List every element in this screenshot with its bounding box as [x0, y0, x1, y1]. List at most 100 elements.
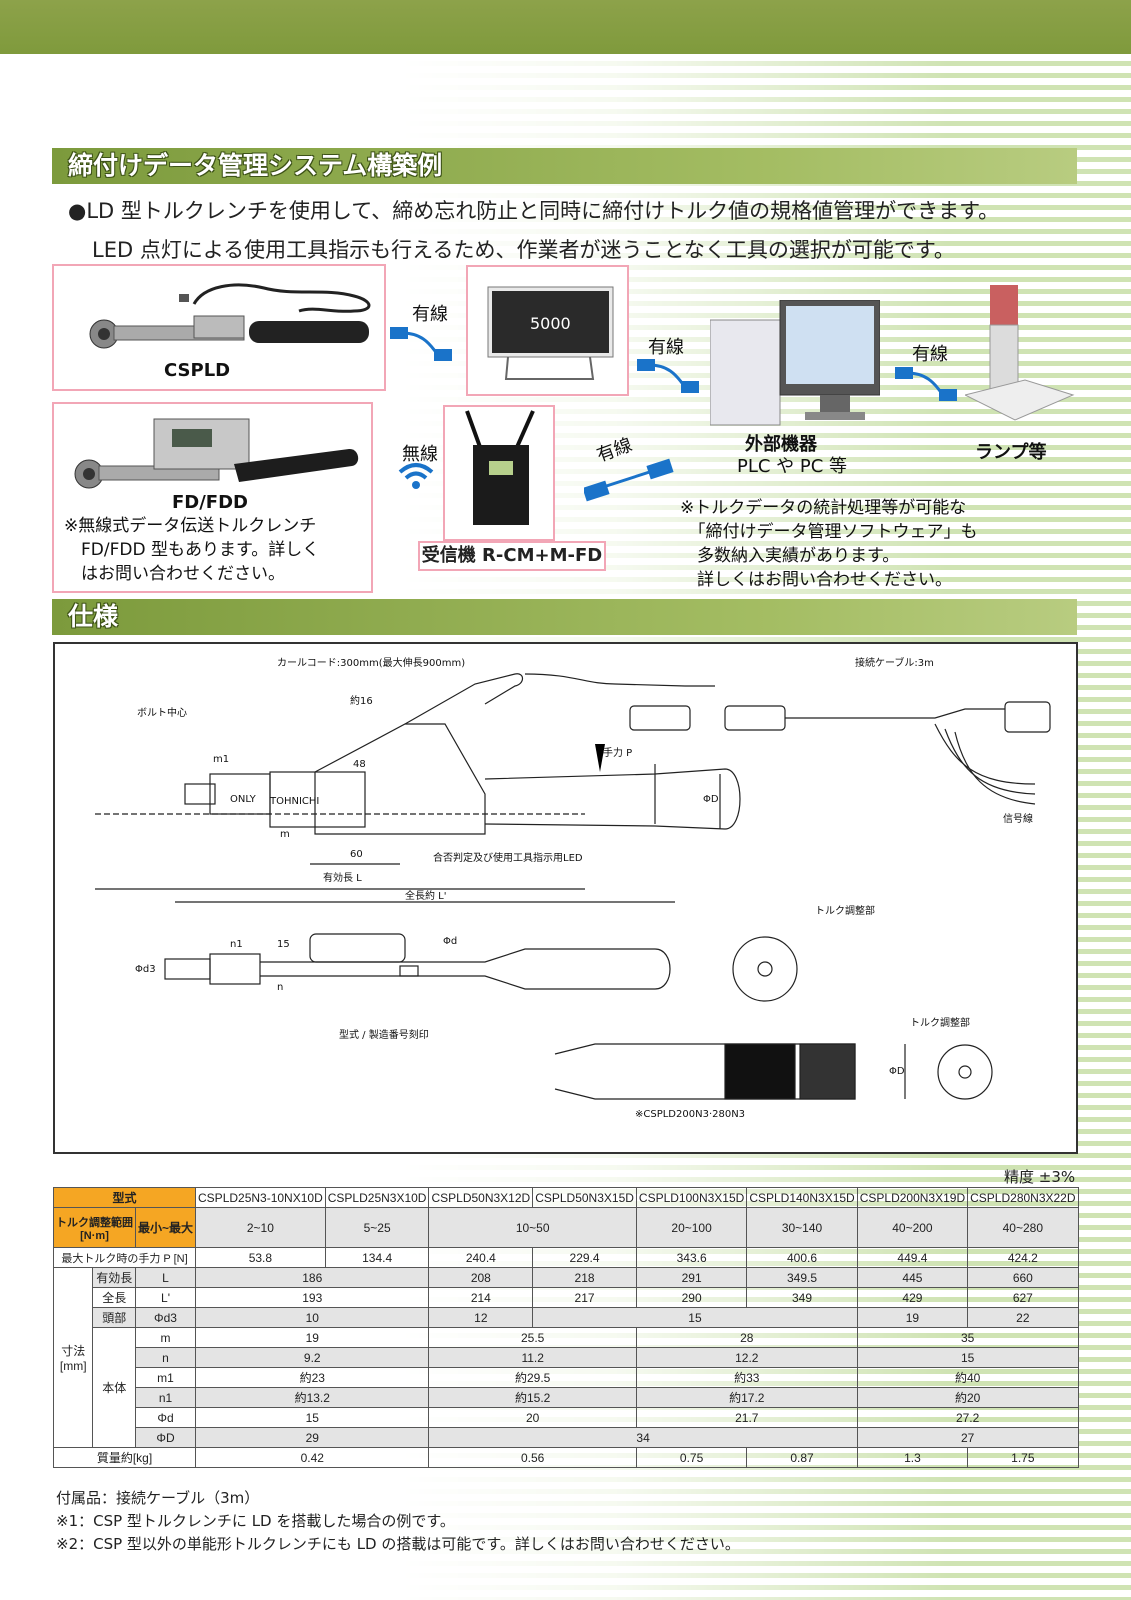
- head-sym: Φd3: [134, 1307, 197, 1328]
- total-cell: 217: [532, 1287, 637, 1308]
- d-cell: 20: [428, 1407, 637, 1428]
- n-cell: 12.2: [635, 1347, 858, 1368]
- mass-cell: 0.56: [428, 1447, 637, 1468]
- table-row: n1 約13.2 約15.2 約17.2 約20: [53, 1387, 1079, 1408]
- m-cell: 25.5: [428, 1327, 637, 1348]
- total-cell: 193: [195, 1287, 430, 1308]
- force-cell: 53.8: [195, 1247, 326, 1268]
- force-cell: 134.4: [324, 1247, 430, 1268]
- intro-line-2: LED 点灯による使用工具指示も行えるため、作業者が迷うことなく工具の選択が可能…: [92, 238, 955, 262]
- model-cell: CSPLD50N3X12D: [428, 1187, 534, 1208]
- dim-D2-label: ΦD: [889, 1066, 905, 1077]
- display-box: 5000: [466, 265, 629, 396]
- model-cell: CSPLD200N3X19D: [856, 1187, 969, 1208]
- force-cell: 424.2: [967, 1247, 1079, 1268]
- csp-wrench-image: [89, 283, 371, 349]
- model-cell: CSPLD280N3X22D: [967, 1187, 1079, 1208]
- dim-n-label: n: [277, 982, 284, 993]
- m-cell: 28: [635, 1327, 858, 1348]
- model-cell: CSPLD25N3X10D: [324, 1187, 430, 1208]
- range-cell: 40~280: [967, 1207, 1079, 1248]
- force-cell: 343.6: [635, 1247, 748, 1268]
- head-cell: 22: [967, 1307, 1079, 1328]
- m1-sym: m1: [134, 1367, 197, 1388]
- torque-adjust-label-2: トルク調整部: [910, 1018, 970, 1029]
- cable-label: 接続ケーブル:3m: [855, 658, 934, 669]
- head-header: 頭部: [92, 1307, 136, 1328]
- D-sym: ΦD: [134, 1427, 197, 1448]
- receiver-image: [465, 410, 535, 525]
- torque-display-image: 5000: [487, 286, 614, 380]
- head-cell: 10: [195, 1307, 430, 1328]
- total-header: 全長: [92, 1287, 136, 1308]
- model-cell: CSPLD100N3X15D: [635, 1187, 748, 1208]
- dim-n1-label: n1: [230, 939, 243, 950]
- effective-cell: 291: [635, 1267, 748, 1288]
- D-cell: 27: [856, 1427, 1079, 1448]
- total-sym: L': [134, 1287, 197, 1308]
- range-sub-header: 最小~最大: [134, 1207, 197, 1248]
- d-cell: 15: [195, 1407, 430, 1428]
- table-row: Φd 15 20 21.7 27.2: [54, 1407, 1079, 1428]
- software-note: ※トルクデータの統計処理等が可能な 「締付けデータ管理ソフトウェア」も 多数納入…: [680, 498, 978, 590]
- cable-icon-2: [637, 359, 699, 393]
- csp-label: CSPLD: [164, 360, 231, 381]
- table-row: 本体 m 19 25.5 28 35: [54, 1327, 1079, 1448]
- effective-cell: 660: [967, 1267, 1079, 1288]
- n-sym: n: [134, 1347, 197, 1368]
- mass-header: 質量約[kg]: [52, 1447, 197, 1468]
- lamp-label: ランプ等: [975, 442, 1047, 463]
- range-cell: 2~10: [195, 1207, 326, 1248]
- table-row: 頭部 Φd3 10 12 15 19 22: [53, 1307, 1079, 1328]
- n-cell: 15: [856, 1347, 1079, 1368]
- mass-cell: 1.3: [856, 1447, 969, 1468]
- model-note-label: ※CSPLD200N3·280N3: [635, 1109, 746, 1120]
- brand-mark: TOHNICHI: [270, 796, 320, 807]
- model-header: 型式: [52, 1187, 197, 1208]
- receiver-label-box: 受信機 R-CM+M-FD: [418, 541, 606, 571]
- fd-product-box: FD/FDD ※無線式データ伝送トルクレンチ FD/FDD 型もあります。詳しく…: [52, 402, 373, 593]
- range-header: トルク調整範囲 [N·m]: [53, 1207, 136, 1248]
- total-cell: 627: [967, 1287, 1079, 1308]
- m1-cell: 約33: [635, 1367, 858, 1388]
- dim-60-label: 60: [350, 849, 363, 860]
- model-cell: CSPLD25N3-10NX10D: [195, 1187, 326, 1208]
- force-cell: 449.4: [856, 1247, 969, 1268]
- range-cell: 10~50: [428, 1207, 637, 1248]
- footnote-1: ※1：CSP 型トルクレンチに LD を搭載した場合の例です。: [56, 1512, 455, 1530]
- d-cell: 21.7: [635, 1407, 858, 1428]
- table-row: 型式 CSPLD25N3-10NX10D CSPLD25N3X10D CSPLD…: [52, 1187, 1079, 1208]
- m1-cell: 約23: [195, 1367, 430, 1388]
- effective-cell: 218: [532, 1267, 637, 1288]
- section-title-system: 締付けデータ管理システム構築例: [52, 148, 1077, 184]
- total-cell: 290: [635, 1287, 748, 1308]
- D-cell: 34: [428, 1427, 858, 1448]
- range-cell: 5~25: [324, 1207, 430, 1248]
- receiver-box: [443, 405, 555, 541]
- model-cell: CSPLD140N3X15D: [746, 1187, 858, 1208]
- effective-sym: L: [134, 1267, 197, 1288]
- lamp-image: [965, 285, 1075, 421]
- serial-mark-label: 型式 / 製造番号刻印: [339, 1030, 429, 1041]
- wired-label-2: 有線: [648, 337, 684, 358]
- total-cell: 429: [856, 1287, 969, 1308]
- accuracy-label: 精度 ±3%: [1004, 1168, 1076, 1186]
- force-header: 最大トルク時の手力 P [N]: [52, 1247, 197, 1268]
- d-cell: 27.2: [856, 1407, 1079, 1428]
- pc-image: [710, 300, 880, 426]
- head-cell: 19: [856, 1307, 969, 1328]
- technical-drawing: カールコード:300mm(最大伸長900mm) 接続ケーブル:3m ボルト中心 …: [53, 642, 1078, 1154]
- dim-d-label: Φd: [443, 936, 458, 947]
- dim-15-label: 15: [277, 939, 290, 950]
- effective-header: 有効長: [92, 1267, 136, 1288]
- fd-wrench-image: [74, 418, 359, 489]
- signal-line-label: 信号線: [1003, 814, 1033, 825]
- table-row: ΦD 29 34 27: [53, 1427, 1079, 1448]
- mass-cell: 0.75: [635, 1447, 748, 1468]
- hand-force-label: 手力 P: [603, 748, 633, 759]
- table-row: n 9.2 11.2 12.2 15: [53, 1347, 1079, 1368]
- effective-cell: 186: [195, 1267, 430, 1288]
- head-cell: 15: [532, 1307, 858, 1328]
- force-cell: 400.6: [746, 1247, 858, 1268]
- table-row: 全長 L' 193 214 217 290 349 429 627: [54, 1287, 1079, 1308]
